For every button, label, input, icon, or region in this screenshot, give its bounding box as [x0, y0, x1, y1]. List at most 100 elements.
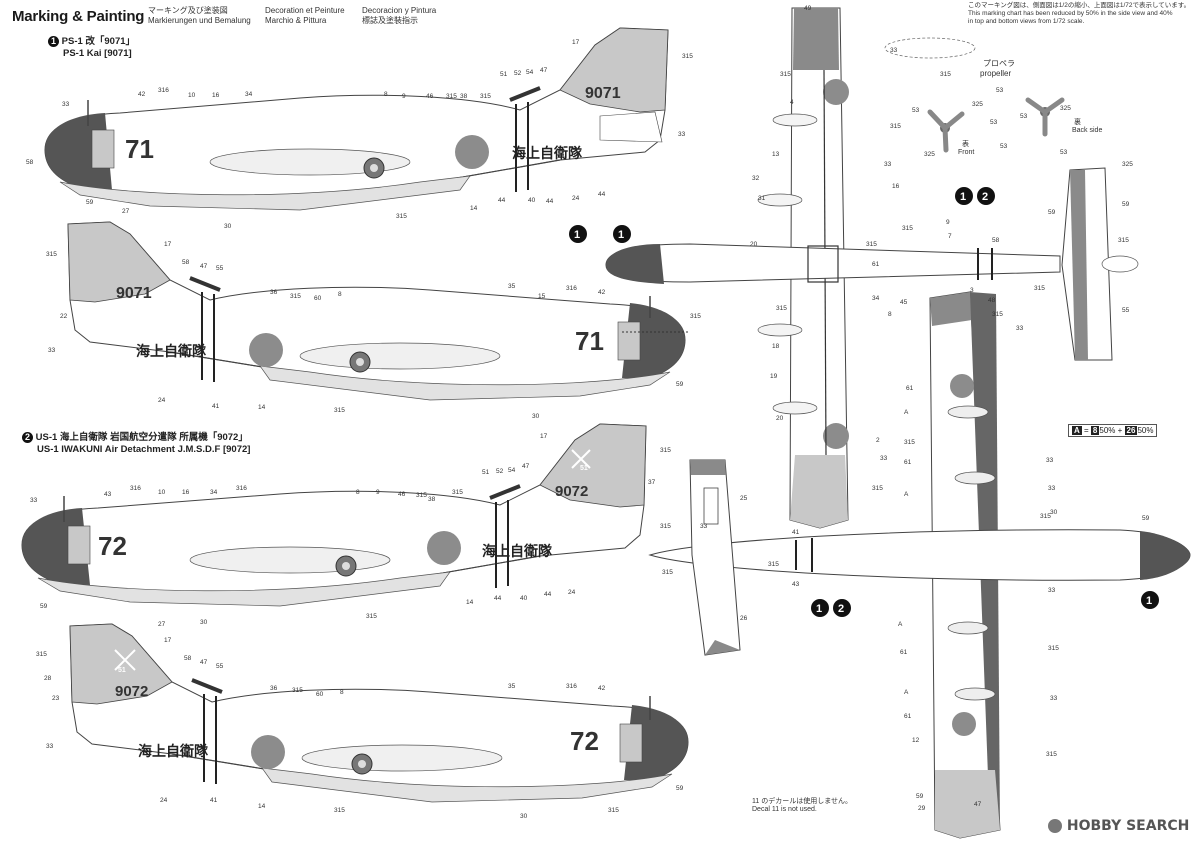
scale-note-line-1: This marking chart has been reduced by 5… [968, 10, 1173, 17]
callout-number: 7 [948, 233, 952, 240]
callout-number: 316 [566, 285, 577, 292]
callout-number: 315 [396, 213, 407, 220]
callout-number: 315 [36, 651, 47, 658]
callout-number: 59 [1122, 201, 1130, 208]
sponson-float [299, 342, 501, 370]
callout-number: 33 [48, 347, 56, 354]
callout-number: 55 [216, 663, 224, 670]
callout-number: 8 [338, 291, 342, 298]
callout-number: 315 [1046, 751, 1057, 758]
side-view-3: 51 72 9072 海上自衛隊 [21, 423, 647, 607]
callout-number: 315 [334, 407, 345, 414]
variant1-name-en: PS-1 Kai [9071] [63, 48, 132, 60]
callout-number: 61 [900, 649, 908, 656]
callout-number: 315 [46, 251, 57, 258]
tail-stripe [509, 86, 541, 102]
callout-number: 24 [158, 397, 166, 404]
callout-number: 315 [776, 305, 787, 312]
callout-number: 60 [316, 691, 324, 698]
callout-number: 10 [158, 489, 166, 496]
propeller-label-en: propeller [980, 69, 1011, 78]
jmsdf-text: 海上自衛隊 [136, 343, 207, 359]
callout-number: 27 [158, 621, 166, 628]
callout-number: 33 [890, 47, 898, 54]
callout-number: 58 [26, 159, 34, 166]
callout-number: 54 [508, 467, 516, 474]
callout-number: 33 [1046, 457, 1054, 464]
tail-stripe [489, 484, 521, 500]
main-wheel-hub [356, 358, 364, 366]
bottom-wingtip-dark [930, 292, 972, 326]
callout-number: 61 [904, 459, 912, 466]
callout-number: 315 [940, 71, 951, 78]
callout-number: 315 [662, 569, 673, 576]
callout-number: 44 [546, 198, 554, 205]
callout-number: 315 [480, 93, 491, 100]
badge-g: 1 [1146, 595, 1152, 607]
callout-number: 315 [768, 561, 779, 568]
nose-panel [91, 129, 115, 169]
callout-number: 325 [972, 101, 983, 108]
subtitle-group-left: マーキング及び塗装図 Markierungen und Bemalung [148, 6, 251, 26]
callout-number: 33 [884, 161, 892, 168]
side-view-2: 71 9071 海上自衛隊 [67, 221, 690, 401]
formula-plus: + [1117, 426, 1123, 435]
tail-cone [1101, 255, 1139, 273]
callout-number: A [904, 689, 909, 696]
callout-number: 59 [676, 381, 684, 388]
callout-number: 315 [608, 807, 619, 814]
wing-root-box [807, 245, 839, 283]
hull-bottom [37, 571, 451, 607]
callout-number: 315 [682, 53, 693, 60]
callout-number: 49 [804, 5, 812, 12]
callout-number: 24 [568, 589, 576, 596]
callout-number: 315 [1118, 237, 1129, 244]
formula-b: 8 [1090, 426, 1100, 435]
callout-number: 325 [1122, 161, 1133, 168]
subtitle-fr: Decoration et Peinture [265, 6, 345, 15]
callout-number: 29 [918, 805, 926, 812]
sponson-float [189, 546, 391, 574]
engine-nacelle-2 [757, 193, 803, 207]
engine-nacelle-1 [772, 113, 818, 127]
bottom-tailplane-dark-2 [705, 640, 740, 655]
side-view-4: 51 72 9072 海上自衛隊 [69, 623, 689, 803]
callout-number: 41 [212, 403, 220, 410]
callout-number: 315 [292, 687, 303, 694]
callout-number: 52 [514, 70, 522, 77]
hull-bottom [261, 767, 673, 803]
callout-number: 45 [900, 299, 908, 306]
nose-number: 71 [125, 134, 154, 164]
callout-number: 54 [526, 69, 534, 76]
top-roundel-upper [823, 79, 849, 105]
callout-number: 33 [30, 497, 38, 504]
bottom-float-1 [947, 405, 989, 419]
main-wheel-hub [358, 760, 366, 768]
callout-number: 26 [740, 615, 748, 622]
callout-number: 48 [988, 297, 996, 304]
nose-number: 72 [570, 726, 599, 756]
callout-number: 59 [676, 785, 684, 792]
callout-number: 13 [772, 151, 780, 158]
callout-number: 60 [314, 295, 322, 302]
antenna-dish-detail [884, 37, 976, 59]
sponson-float [209, 148, 411, 176]
subtitle-jp: マーキング及び塗装図 [148, 6, 228, 15]
top-roundel-lower [823, 423, 849, 449]
callout-number: 315 [904, 439, 915, 446]
callout-number: 38 [460, 93, 468, 100]
callout-number: A [904, 491, 909, 498]
formula-p2: 50% [1137, 426, 1154, 435]
badge-f: 2 [838, 603, 844, 615]
fuselage-outline [44, 27, 669, 201]
formula-a: A [1072, 426, 1082, 435]
callout-number: 37 [648, 479, 656, 486]
bottom-float-2 [954, 471, 996, 485]
badge-circle-b [613, 225, 631, 243]
engine-nacelle-4 [772, 401, 818, 415]
callout-number: 33 [880, 455, 888, 462]
callout-number: 12 [912, 737, 920, 744]
callout-number: 3 [970, 287, 974, 294]
callout-number: 32 [752, 175, 760, 182]
